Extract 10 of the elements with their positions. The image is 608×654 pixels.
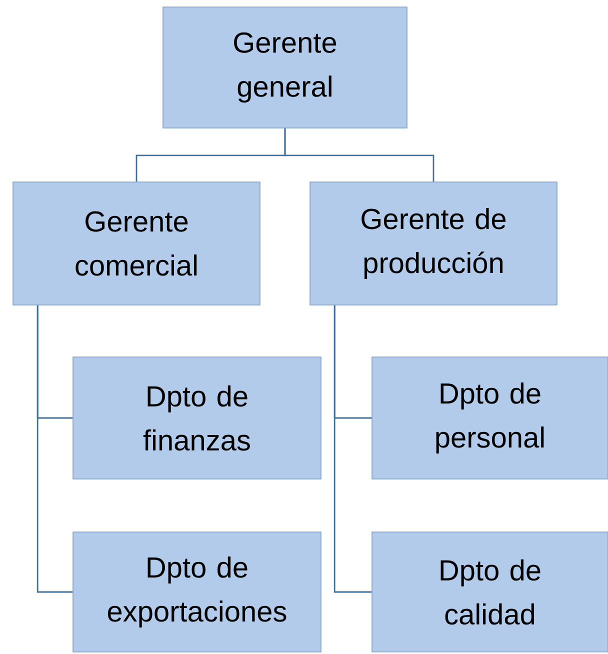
connector-line (334, 305, 372, 593)
org-box: Gerente comercial (12, 182, 260, 306)
org-box: Gerente de producción (310, 182, 558, 306)
org-box: Dpto de personal (372, 356, 608, 480)
org-box: Dpto de finanzas (72, 356, 322, 480)
org-box: Dpto de exportaciones (72, 532, 322, 652)
org-box: Dpto de calidad (372, 532, 608, 652)
connector-line (284, 128, 434, 182)
org-box: Gerente general (162, 6, 408, 128)
connector-line (36, 305, 73, 593)
